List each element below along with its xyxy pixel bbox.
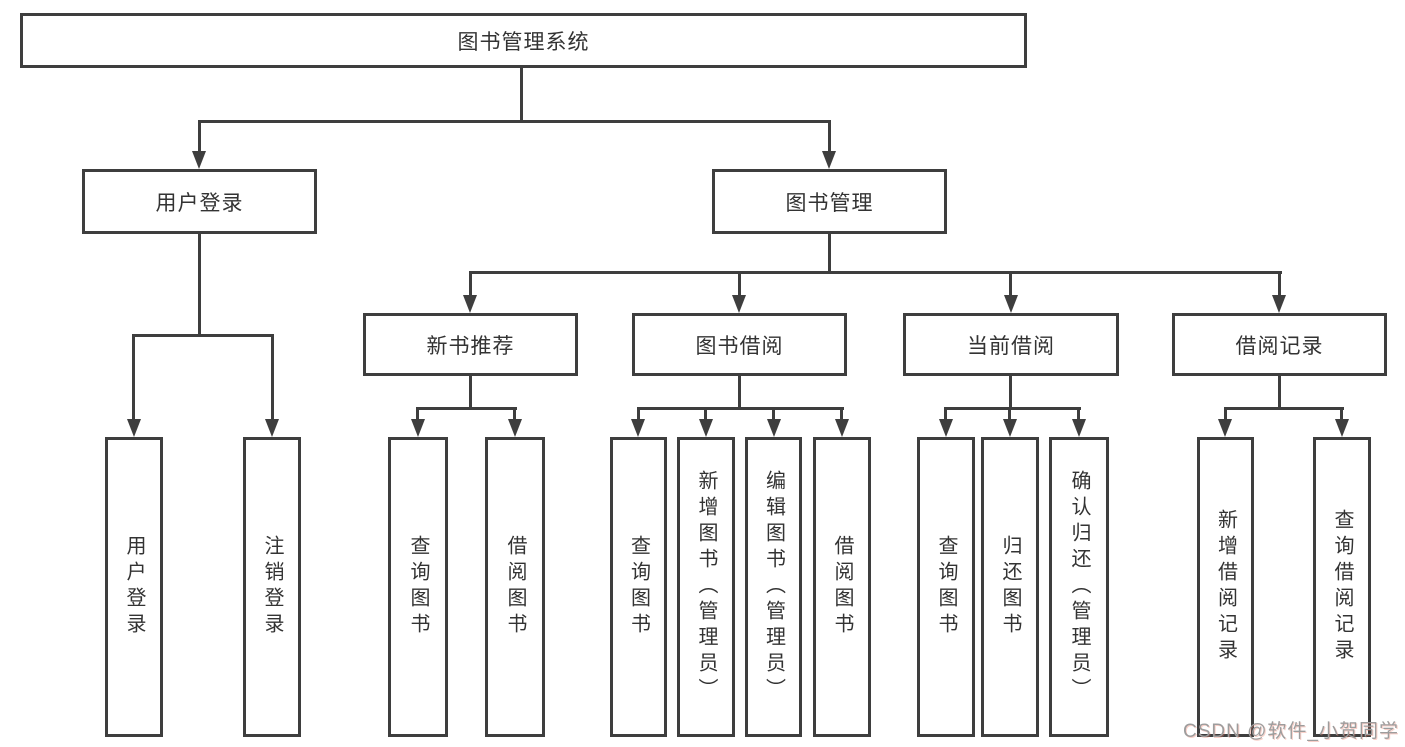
connector-level3-drop bbox=[1009, 271, 1012, 298]
connector-leaf-drop bbox=[637, 407, 640, 422]
node-new-book-recommend-label: 新书推荐 bbox=[426, 334, 515, 358]
connector-level3-drop bbox=[469, 271, 472, 298]
node-book-management: 图书管理 bbox=[712, 169, 947, 234]
connector-borrowing-bar bbox=[637, 407, 844, 410]
arrow-down-icon bbox=[127, 419, 141, 437]
arrow-down-icon bbox=[939, 419, 953, 437]
connector-leaf-drop bbox=[416, 407, 419, 422]
arrow-down-icon bbox=[1004, 295, 1018, 313]
connector-recommend-stem bbox=[469, 376, 472, 410]
connector-leaf-drop bbox=[1008, 407, 1011, 422]
node-book-borrowing-label: 图书借阅 bbox=[695, 334, 784, 358]
node-borrowing-records: 借阅记录 bbox=[1172, 313, 1387, 376]
arrow-down-icon bbox=[411, 419, 425, 437]
connector-leaf-drop bbox=[1340, 407, 1343, 422]
leaf-query-books-current-label: 查询图书 bbox=[935, 535, 957, 639]
arrow-down-icon bbox=[1218, 419, 1232, 437]
node-current-borrowing: 当前借阅 bbox=[903, 313, 1119, 376]
csdn-watermark: CSDN @软件_小贺同学 bbox=[1183, 721, 1399, 742]
connector-user-login-stem bbox=[198, 233, 201, 337]
leaf-return-books: 归还图书 bbox=[981, 437, 1039, 737]
connector-level2-bar bbox=[198, 120, 831, 123]
leaf-query-borrow-record-label: 查询借阅记录 bbox=[1331, 509, 1353, 665]
leaf-user-login-label: 用户登录 bbox=[123, 535, 145, 639]
leaf-return-books-label: 归还图书 bbox=[999, 535, 1021, 639]
arrow-down-icon bbox=[732, 295, 746, 313]
arrow-down-icon bbox=[508, 419, 522, 437]
node-user-login: 用户登录 bbox=[82, 169, 317, 234]
leaf-query-books-recommend-label: 查询图书 bbox=[407, 535, 429, 639]
leaf-query-books-borrowing-label: 查询图书 bbox=[627, 535, 650, 639]
leaf-borrow-books-recommend: 借阅图书 bbox=[485, 437, 545, 737]
connector-root-stem bbox=[520, 68, 523, 122]
node-root-library-system: 图书管理系统 bbox=[20, 13, 1027, 68]
connector-leaf-drop bbox=[704, 407, 707, 422]
arrow-down-icon bbox=[631, 419, 645, 437]
leaf-user-login: 用户登录 bbox=[105, 437, 163, 737]
connector-records-stem bbox=[1278, 376, 1281, 410]
connector-user-login-bar bbox=[132, 334, 274, 337]
leaf-confirm-return-admin-label: 确认归还（管理员） bbox=[1068, 470, 1090, 704]
leaf-borrow-books-label: 借阅图书 bbox=[831, 535, 853, 639]
connector-leaf-drop bbox=[513, 407, 516, 422]
node-new-book-recommend: 新书推荐 bbox=[363, 313, 578, 376]
arrow-down-icon bbox=[835, 419, 849, 437]
connector-book-management-stem bbox=[828, 233, 831, 274]
leaf-confirm-return-admin: 确认归还（管理员） bbox=[1049, 437, 1109, 737]
connector-current-bar bbox=[944, 407, 1081, 410]
connector-level3-drop bbox=[1278, 271, 1281, 298]
node-borrowing-records-label: 借阅记录 bbox=[1235, 334, 1324, 358]
node-current-borrowing-label: 当前借阅 bbox=[967, 334, 1055, 358]
connector-level3-drop bbox=[738, 271, 741, 298]
leaf-query-books-borrowing: 查询图书 bbox=[610, 437, 667, 737]
arrow-down-icon bbox=[699, 419, 713, 437]
node-root-label: 图书管理系统 bbox=[457, 30, 590, 54]
leaf-edit-books-admin: 编辑图书（管理员） bbox=[745, 437, 802, 737]
connector-leaf-drop bbox=[271, 334, 274, 421]
connector-records-bar bbox=[1224, 407, 1344, 410]
leaf-query-books-current: 查询图书 bbox=[917, 437, 975, 737]
leaf-borrow-books: 借阅图书 bbox=[813, 437, 871, 737]
leaf-query-borrow-record: 查询借阅记录 bbox=[1313, 437, 1371, 737]
connector-level3-bar bbox=[469, 271, 1282, 274]
leaf-edit-books-admin-label: 编辑图书（管理员） bbox=[762, 470, 785, 704]
connector-leaf-drop bbox=[944, 407, 947, 422]
leaf-add-borrow-record-label: 新增借阅记录 bbox=[1214, 509, 1237, 665]
arrow-down-icon bbox=[1335, 419, 1349, 437]
connector-leaf-drop bbox=[1077, 407, 1080, 422]
node-book-management-label: 图书管理 bbox=[785, 191, 874, 215]
node-user-login-label: 用户登录 bbox=[155, 191, 244, 215]
arrow-down-icon bbox=[822, 151, 836, 169]
connector-recommend-bar bbox=[416, 407, 517, 410]
leaf-add-books-admin-label: 新增图书（管理员） bbox=[695, 470, 717, 704]
connector-leaf-drop bbox=[1224, 407, 1227, 422]
arrow-down-icon bbox=[463, 295, 477, 313]
arrow-down-icon bbox=[1072, 419, 1086, 437]
leaf-borrow-books-recommend-label: 借阅图书 bbox=[504, 535, 526, 639]
connector-leaf-drop bbox=[840, 407, 843, 422]
node-book-borrowing: 图书借阅 bbox=[632, 313, 847, 376]
arrow-down-icon bbox=[1272, 295, 1286, 313]
arrow-down-icon bbox=[1003, 419, 1017, 437]
connector-leaf-drop bbox=[132, 334, 135, 421]
leaf-add-books-admin: 新增图书（管理员） bbox=[677, 437, 735, 737]
arrow-down-icon bbox=[265, 419, 279, 437]
arrow-down-icon bbox=[767, 419, 781, 437]
connector-user-login-drop bbox=[198, 120, 201, 153]
connector-current-stem bbox=[1009, 376, 1012, 410]
arrow-down-icon bbox=[192, 151, 206, 169]
leaf-query-books-recommend: 查询图书 bbox=[388, 437, 448, 737]
leaf-add-borrow-record: 新增借阅记录 bbox=[1197, 437, 1254, 737]
leaf-logout-label: 注销登录 bbox=[261, 535, 283, 639]
connector-leaf-drop bbox=[772, 407, 775, 422]
connector-borrowing-stem bbox=[738, 376, 741, 410]
leaf-logout: 注销登录 bbox=[243, 437, 301, 737]
connector-book-management-drop bbox=[828, 120, 831, 153]
